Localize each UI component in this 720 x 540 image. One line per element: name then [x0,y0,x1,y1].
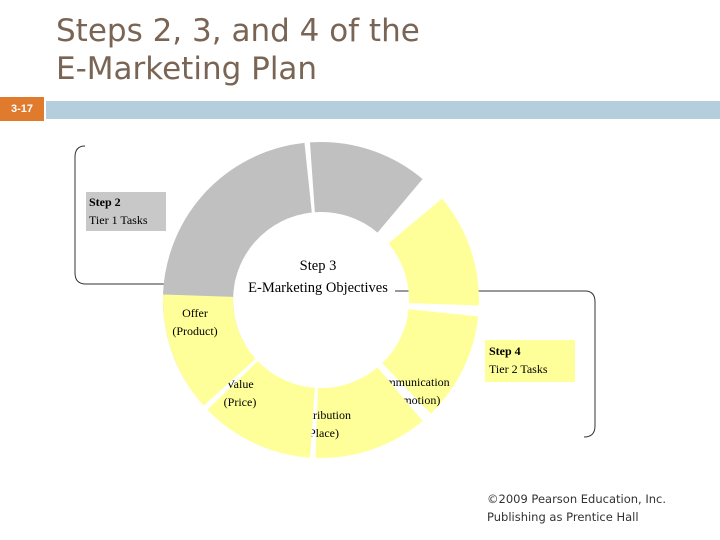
header-band [46,101,720,119]
step4-box [485,340,575,382]
segment-label-line: (Product) [172,324,217,338]
step2-subtitle: Tier 1 Tasks [89,213,148,227]
segment-label-offer: Offer (Product) [172,306,217,338]
step2-bracket [74,145,225,285]
segment-label-line: Value [226,377,253,391]
segment-label-line: (Price) [224,395,257,409]
step4-subtitle: Tier 2 Tasks [489,362,548,376]
step2-title: Step 2 [89,195,121,209]
footer-line-2: Publishing as Prentice Hall [487,510,639,524]
step4-bracket [395,290,596,438]
segment-label-value: Value (Price) [224,377,257,409]
segment-communication [382,309,479,414]
copyright-footer: ©2009 Pearson Education, Inc. Publishing… [487,490,666,526]
segment-crm-prm [388,198,479,306]
slide-title: Steps 2, 3, and 4 of the E-Marketing Pla… [56,12,420,88]
segment-value [207,361,315,458]
segment-targeting [309,142,423,233]
step4-title: Step 4 [489,344,521,358]
footer-line-1: ©2009 Pearson Education, Inc. [487,492,666,506]
center-label-line-1: Step 3 [300,258,337,274]
segment-distribution [315,367,423,458]
segment-segmentation [203,142,312,242]
title-line-1: Steps 2, 3, and 4 of the [56,13,420,49]
segment-label-line: Offer [182,306,208,320]
segment-label-line: (Place) [305,426,339,440]
title-line-2: E-Marketing Plan [56,51,318,87]
segment-offer [163,294,256,406]
center-label-line-2: E-Marketing Objectives [248,280,388,296]
step2-box [86,192,166,231]
slide-number: 3-17 [0,97,44,121]
